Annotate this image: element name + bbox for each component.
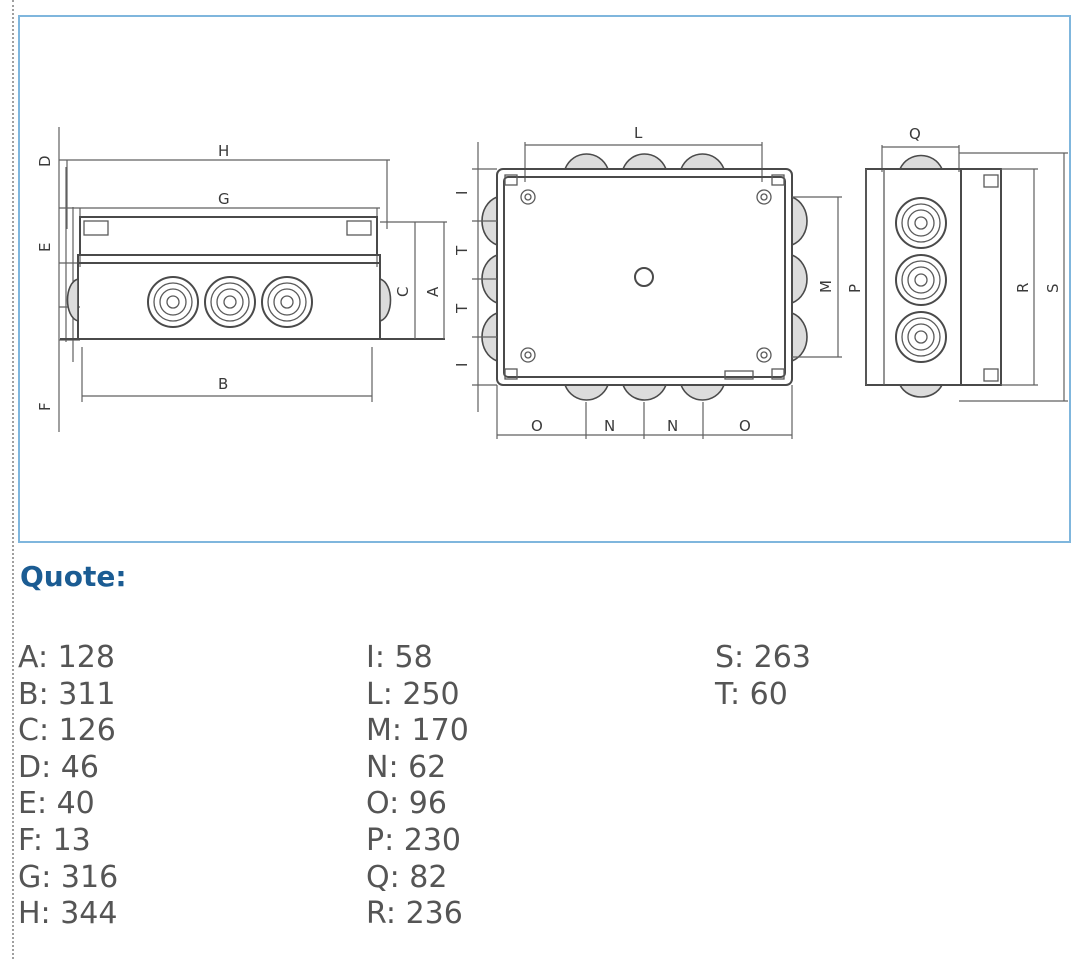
dimension-H: H: 344 xyxy=(18,896,118,932)
dimension-drawing-frame: H G B D E F C A xyxy=(18,15,1071,543)
label-I-bottom: I xyxy=(453,363,471,367)
technical-drawing: H G B D E F C A xyxy=(36,124,1068,439)
dimension-C: C: 126 xyxy=(18,713,116,749)
quote-title: Quote: xyxy=(20,560,127,593)
label-T-lower: T xyxy=(453,303,471,314)
label-O-right: O xyxy=(739,417,751,435)
label-S: S xyxy=(1044,283,1062,293)
dimension-S: S: 263 xyxy=(715,640,811,675)
dimension-column-3: S: 263 T: 60 xyxy=(715,640,811,713)
end-gland-3 xyxy=(895,311,947,363)
dimension-T: T: 60 xyxy=(715,676,788,712)
side-gland-1 xyxy=(147,276,199,328)
end-view: Q P R S xyxy=(846,125,1068,402)
label-N-right: N xyxy=(667,417,678,435)
dimension-E: E: 40 xyxy=(18,786,95,822)
label-I-top: I xyxy=(453,191,471,195)
label-E: E xyxy=(36,243,54,252)
dimension-R: R: 236 xyxy=(366,896,463,932)
label-A: A xyxy=(424,286,442,297)
label-P: P xyxy=(846,284,864,293)
side-gland-2 xyxy=(204,276,256,328)
dimension-G: G: 316 xyxy=(18,859,119,895)
dimension-P: P: 230 xyxy=(366,822,461,858)
dimension-column-1: A: 128 B: 311 C: 126 D: 46 E: 40 F: 13 G… xyxy=(18,640,118,933)
label-R: R xyxy=(1014,283,1032,293)
dimension-A: A: 128 xyxy=(18,640,115,675)
label-C: C xyxy=(394,287,412,297)
dimension-M: M: 170 xyxy=(366,713,469,749)
label-T-upper: T xyxy=(453,245,471,256)
label-B: B xyxy=(218,375,228,393)
top-view: L O N N O I T T I M xyxy=(453,124,842,439)
dimension-Q: Q: 82 xyxy=(366,859,448,895)
label-L: L xyxy=(634,124,643,142)
label-G: G xyxy=(218,190,230,208)
label-Q: Q xyxy=(909,125,921,143)
dimension-F: F: 13 xyxy=(18,822,91,858)
label-O-left: O xyxy=(531,417,543,435)
dimension-L: L: 250 xyxy=(366,676,460,712)
dimension-I: I: 58 xyxy=(366,640,433,675)
label-M: M xyxy=(817,280,835,293)
dimension-N: N: 62 xyxy=(366,749,447,785)
dimension-D: D: 46 xyxy=(18,749,99,785)
dimension-B: B: 311 xyxy=(18,676,116,712)
end-gland-2 xyxy=(895,254,947,306)
label-D: D xyxy=(36,155,54,167)
dimension-O: O: 96 xyxy=(366,786,447,822)
side-view: H G B D E F C A xyxy=(36,127,447,432)
label-N-left: N xyxy=(604,417,615,435)
left-dotted-border xyxy=(12,0,14,959)
label-H: H xyxy=(218,142,229,160)
label-F: F xyxy=(36,402,54,411)
side-gland-3 xyxy=(261,276,313,328)
end-gland-1 xyxy=(895,197,947,249)
dimension-column-2: I: 58 L: 250 M: 170 N: 62 O: 96 P: 230 Q… xyxy=(366,640,469,933)
